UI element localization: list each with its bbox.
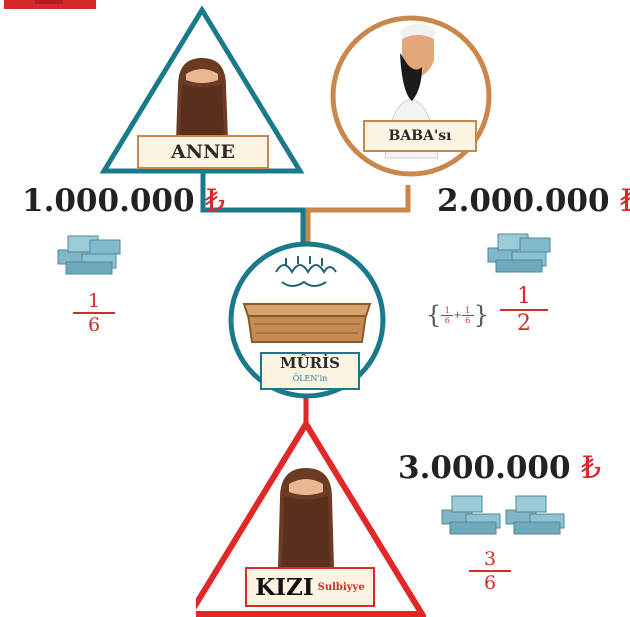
daughter-label-sub: Sulbiyye [317,581,365,593]
daughter-amount: 3.000.000 ₺ [398,450,601,486]
coffin-icon [242,303,372,343]
turkish-lira-icon: ₺ [205,183,226,219]
calligraphy-emblem [275,256,337,287]
top-cropped-shape [4,0,96,9]
daughter-triangle[interactable] [196,418,426,617]
breakdown-b-denominator: 6 [465,315,471,325]
father-share-fraction: 1 2 [500,284,548,336]
father-share-numerator: 1 [517,284,531,309]
deceased-label: MÛRİS ÖLEN'in [260,352,360,390]
father-label: BABA'sı [363,120,477,152]
mother-label: ANNE [137,135,269,169]
mother-amount: 1.000.000 ₺ [22,183,225,219]
father-circle[interactable] [330,3,492,189]
daughter-share-numerator: 3 [483,548,497,570]
veiled-woman-icon [278,468,334,568]
father-amount-value: 2.000.000 [437,183,610,219]
daughter-share-fraction: 3 6 [469,548,511,594]
mother-share-denominator: 6 [87,314,101,336]
father-share-denominator: 2 [517,311,531,336]
daughter-amount-value: 3.000.000 [398,450,571,486]
daughter-label: KIZI Sulbiyye [245,567,375,607]
breakdown-b-numerator: 1 [465,305,471,315]
daughter-share-denominator: 6 [483,572,497,594]
money-stack-icon [487,233,551,273]
father-share-breakdown: { 1 6 + 1 6 } [426,301,489,329]
father-amount: 2.000.000 ₺ [437,183,630,219]
mother-triangle[interactable] [100,6,305,176]
veiled-woman-icon [176,58,228,140]
deceased-label-title: MÛRİS [280,354,340,372]
mother-share-numerator: 1 [87,290,101,312]
father-connector-line [305,185,411,243]
breakdown-a-denominator: 6 [444,315,450,325]
mother-amount-value: 1.000.000 [22,183,195,219]
turkish-lira-icon: ₺ [620,183,630,219]
deceased-label-sub: ÖLEN'in [292,374,328,383]
turkish-lira-icon: ₺ [581,450,602,486]
money-stack-icon [57,235,121,275]
mother-share-fraction: 1 6 [73,290,115,336]
breakdown-plus: + [453,309,462,321]
breakdown-a-numerator: 1 [444,305,450,315]
money-stack-icon [441,495,565,535]
mother-connector-line [200,168,306,243]
daughter-label-title: KIZI [255,573,314,601]
